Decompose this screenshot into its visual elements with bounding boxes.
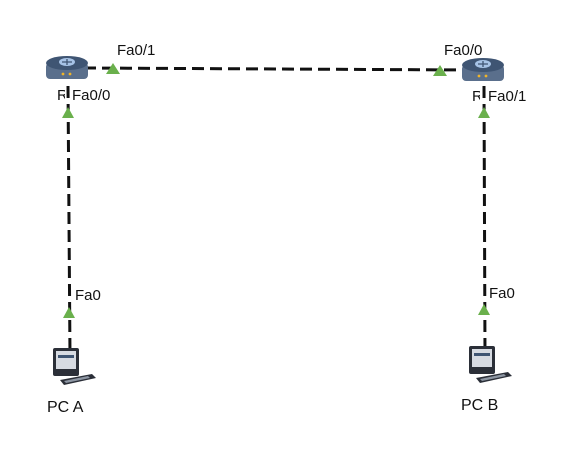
link-up-marker-router-a-fa00 bbox=[62, 107, 74, 118]
link-up-marker-pc-a-fa0 bbox=[63, 307, 75, 318]
router-b-icon[interactable] bbox=[462, 58, 504, 81]
pc-a-fa0-label: Fa0 bbox=[75, 287, 101, 304]
link-up-marker-router-a-fa01 bbox=[106, 63, 120, 74]
pc-b-fa0-label: Fa0 bbox=[489, 285, 515, 302]
pc-a-name-label: PC A bbox=[47, 399, 84, 416]
router-a-name-label: R bbox=[57, 88, 65, 103]
router-a-fa00-label: Fa0/0 bbox=[72, 87, 111, 104]
pc-a-icon[interactable] bbox=[53, 348, 96, 385]
router-a-icon[interactable] bbox=[46, 56, 88, 79]
router-a-fa01-label: Fa0/1 bbox=[117, 42, 156, 59]
router-b-fa00-label: Fa0/0 bbox=[444, 42, 483, 59]
link-router-a-router-b[interactable] bbox=[83, 66, 471, 72]
link-up-marker-router-b-fa00 bbox=[433, 65, 447, 76]
pc-b-icon[interactable] bbox=[469, 346, 512, 383]
pc-b-name-label: PC B bbox=[461, 397, 499, 414]
router-b-name-label: R bbox=[472, 89, 480, 104]
link-router-b-pc-b[interactable] bbox=[482, 85, 487, 357]
router-b-fa01-label: Fa0/1 bbox=[488, 88, 527, 105]
link-up-marker-router-b-fa01 bbox=[478, 107, 490, 118]
link-up-marker-pc-b-fa0 bbox=[478, 304, 490, 315]
